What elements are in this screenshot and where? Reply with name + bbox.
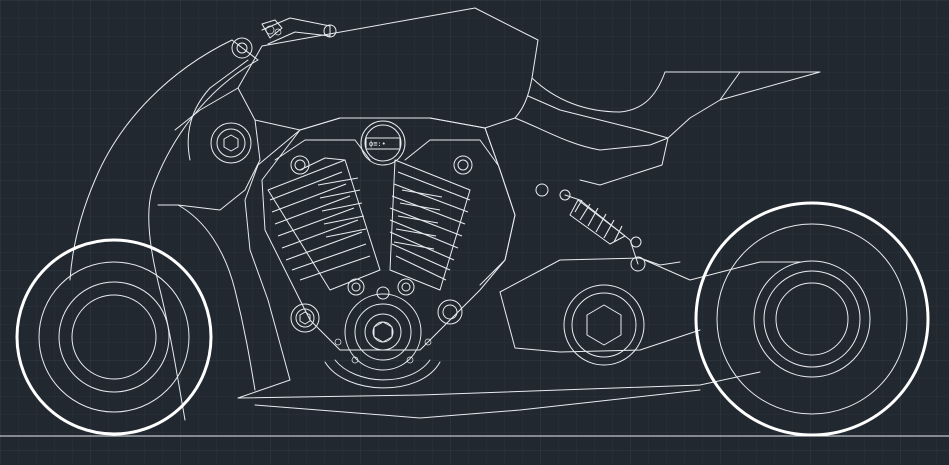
tank-badge-label: ф≡:• [369,140,386,148]
crank-cover [324,293,441,389]
seat-and-tail [514,71,821,186]
front-fork [69,39,259,421]
swingarm-pivot-bolt [563,284,645,366]
steering-head-bolt [231,37,253,59]
rear-shock [535,183,646,272]
rear-wheel [694,201,930,437]
front-cylinder [267,157,381,291]
tank-badge: ф≡:• [360,120,406,166]
handlebar [231,17,337,59]
frame-pivot-bolt [210,122,252,164]
front-wheel [15,238,213,436]
swingarm [237,257,801,419]
rear-cylinder [389,159,471,291]
inner-cylinder-fins [317,177,443,250]
engine-bolts [290,155,473,333]
